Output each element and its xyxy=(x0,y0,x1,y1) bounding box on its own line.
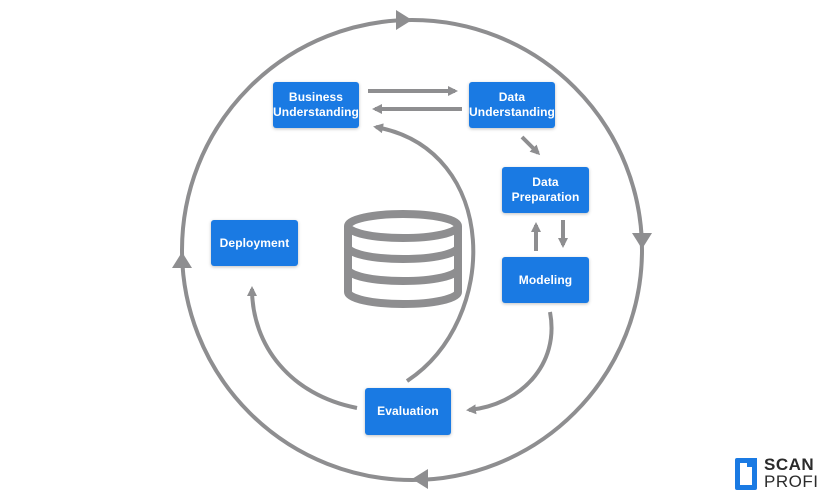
node-data-understanding: Data Understanding xyxy=(469,82,555,128)
arrow-modeling-to-evaluation xyxy=(466,311,554,415)
arrow-evaluation-to-deployment xyxy=(247,286,358,410)
node-label-line: Preparation xyxy=(511,190,580,204)
arrow-data-understanding-to-preparation xyxy=(520,135,541,156)
logo-line1: SCAN xyxy=(764,455,815,474)
node-label-line: Business xyxy=(288,90,344,104)
node-data-preparation: Data Preparation xyxy=(502,167,589,213)
node-label-line: Understanding xyxy=(273,105,359,119)
database-icon xyxy=(344,210,462,308)
node-label-line: Evaluation xyxy=(377,404,439,418)
node-modeling: Modeling xyxy=(502,257,589,303)
outer-arrowhead-bottom xyxy=(412,469,428,489)
logo-line2: PROFI xyxy=(764,472,819,491)
document-icon xyxy=(735,458,757,490)
node-business-understanding: Business Understanding xyxy=(273,82,359,128)
node-label-line: Data xyxy=(532,175,559,189)
node-label-line: Data xyxy=(498,90,526,104)
logo-wordmark: SCAN PROFI xyxy=(764,456,818,490)
outer-arrowhead-left xyxy=(172,252,192,268)
node-deployment: Deployment xyxy=(211,220,298,266)
node-evaluation: Evaluation xyxy=(365,388,451,435)
outer-arrowhead-right xyxy=(632,233,652,249)
node-label-line: Modeling xyxy=(518,272,573,287)
scanprofi-logo: SCAN PROFI xyxy=(735,456,818,490)
node-label-line: Deployment xyxy=(219,235,290,250)
node-label-line: Understanding xyxy=(469,105,555,119)
arrow-evaluation-to-business xyxy=(373,123,476,383)
outer-arrowhead-top xyxy=(396,10,412,30)
